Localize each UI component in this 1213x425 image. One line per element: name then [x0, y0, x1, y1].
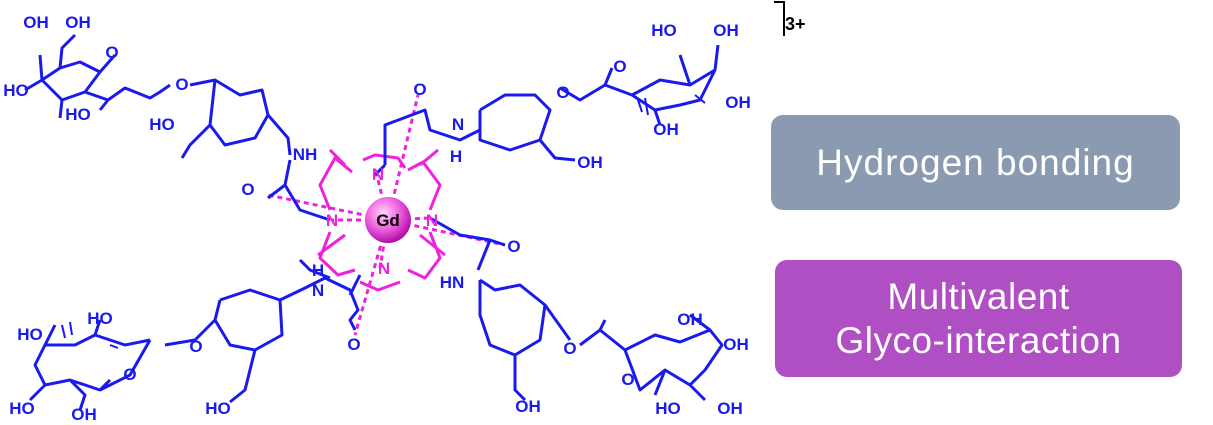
oh-label: OH: [713, 21, 739, 40]
oh-label: OH: [23, 13, 49, 32]
amide-h-label: H: [312, 261, 324, 280]
oxygen-label: O: [105, 43, 118, 62]
charge-label: 3+: [785, 14, 806, 34]
gadolinium-atom: [365, 197, 411, 243]
oxygen-label: O: [413, 80, 426, 99]
gd-label: Gd: [376, 211, 400, 230]
oxygen-label: O: [507, 237, 520, 256]
ho-label: HO: [655, 399, 681, 418]
stereo-wedges: [61, 94, 706, 349]
oxygen-label: O: [123, 365, 136, 384]
multivalent-glyco-box: Multivalent Glyco-interaction: [775, 260, 1182, 377]
oh-label: OH: [717, 399, 743, 418]
amide-h-label: H: [450, 147, 462, 166]
molecular-structure: Gd N N N N OH OH O O HO HO HO NH O O N H…: [3, 13, 751, 424]
oxygen-label: O: [613, 57, 626, 76]
oxygen-label: O: [241, 180, 254, 199]
ring-n-right: N: [426, 211, 438, 230]
ho-label: HO: [205, 399, 231, 418]
cyclen-ring: [317, 148, 446, 292]
ho-label: HO: [87, 309, 113, 328]
oh-label: OH: [653, 120, 679, 139]
oxygen-label: O: [175, 75, 188, 94]
ring-n-bottom: N: [378, 259, 390, 278]
multivalent-label: Multivalent: [887, 275, 1070, 317]
nh-label: NH: [293, 145, 318, 164]
glyco-interaction-label: Glyco-interaction: [835, 319, 1122, 361]
oh-label: OH: [677, 310, 703, 329]
charge-bracket: [774, 1, 785, 36]
oxygen-label: O: [347, 335, 360, 354]
hydrogen-bonding-box: Hydrogen bonding: [771, 115, 1180, 210]
oxygen-label: O: [189, 337, 202, 356]
oh-label: OH: [725, 93, 751, 112]
oh-label: OH: [577, 153, 603, 172]
ho-label: HO: [65, 105, 91, 124]
ho-label: HO: [149, 115, 175, 134]
oh-label: OH: [723, 335, 749, 354]
oxygen-label: O: [563, 339, 576, 358]
oh-label: OH: [71, 405, 97, 424]
oh-label: OH: [515, 397, 541, 416]
hn-label: HN: [440, 273, 465, 292]
ho-label: HO: [17, 325, 43, 344]
hydrogen-bonding-label: Hydrogen bonding: [816, 141, 1135, 183]
amide-n-label: N: [312, 281, 324, 300]
oh-label: OH: [65, 13, 91, 32]
ligand-skeleton: [24, 33, 724, 411]
oxygen-label: O: [556, 83, 569, 102]
ho-label: HO: [651, 21, 677, 40]
ring-n-left: N: [326, 211, 338, 230]
ho-label: HO: [9, 399, 35, 418]
amide-n-label: N: [452, 115, 464, 134]
oxygen-label: O: [621, 370, 634, 389]
ring-n-top: N: [372, 165, 384, 184]
ho-label: HO: [3, 81, 29, 100]
